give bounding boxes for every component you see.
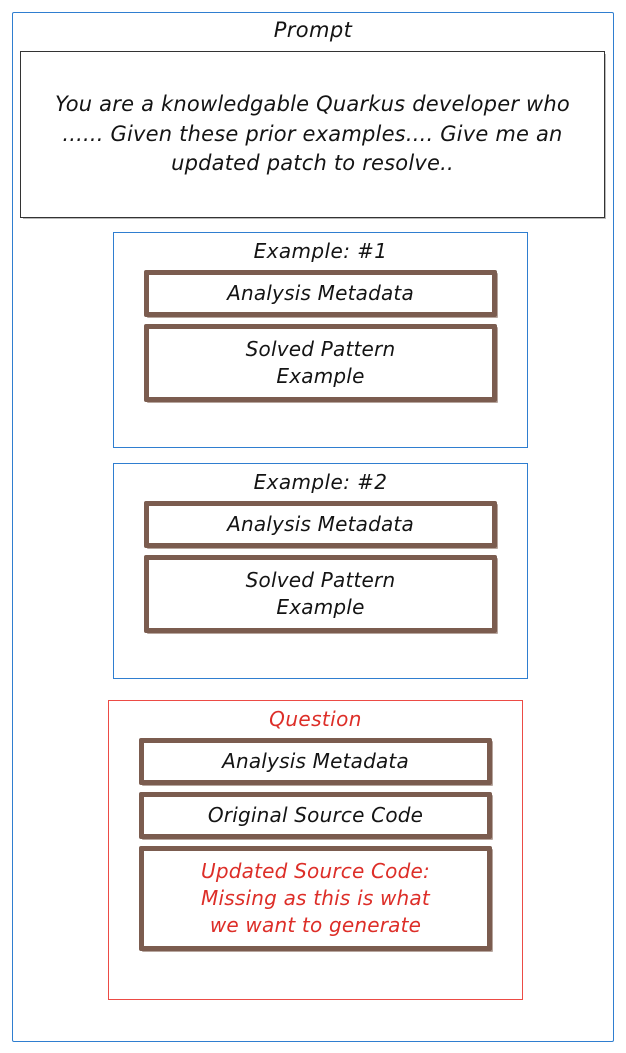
box-label: Original Source Code [207,803,424,827]
box-original-source-code: Original Source Code [139,792,492,839]
section-question: Question Analysis Metadata Original Sour… [108,700,523,1000]
section-title-question: Question [269,707,362,731]
outer-prompt-frame [12,12,614,1042]
box-solved-pattern-example-1: Solved Pattern Example [144,324,497,402]
box-analysis-metadata-example-1: Analysis Metadata [144,270,497,317]
box-label: Solved Pattern Example [245,337,396,388]
box-updated-source-code: Updated Source Code: Missing as this is … [139,846,492,951]
box-analysis-metadata-question: Analysis Metadata [139,738,492,785]
box-label: Analysis Metadata [222,749,409,773]
box-label: Analysis Metadata [227,281,414,305]
section-example-2: Example: #2 Analysis Metadata Solved Pat… [113,463,528,679]
section-title-example-2: Example: #2 [253,470,388,494]
section-example-1: Example: #1 Analysis Metadata Solved Pat… [113,232,528,448]
section-title-example-1: Example: #1 [253,239,388,263]
box-analysis-metadata-example-2: Analysis Metadata [144,501,497,548]
page-title: Prompt [273,18,353,42]
box-solved-pattern-example-2: Solved Pattern Example [144,555,497,633]
box-label: Analysis Metadata [227,512,414,536]
prompt-text-box: You are a knowledgable Quarkus developer… [20,51,605,218]
prompt-instruction-text: You are a knowledgable Quarkus developer… [55,91,570,176]
box-label: Solved Pattern Example [245,568,396,619]
box-label: Updated Source Code: Missing as this is … [201,859,430,937]
